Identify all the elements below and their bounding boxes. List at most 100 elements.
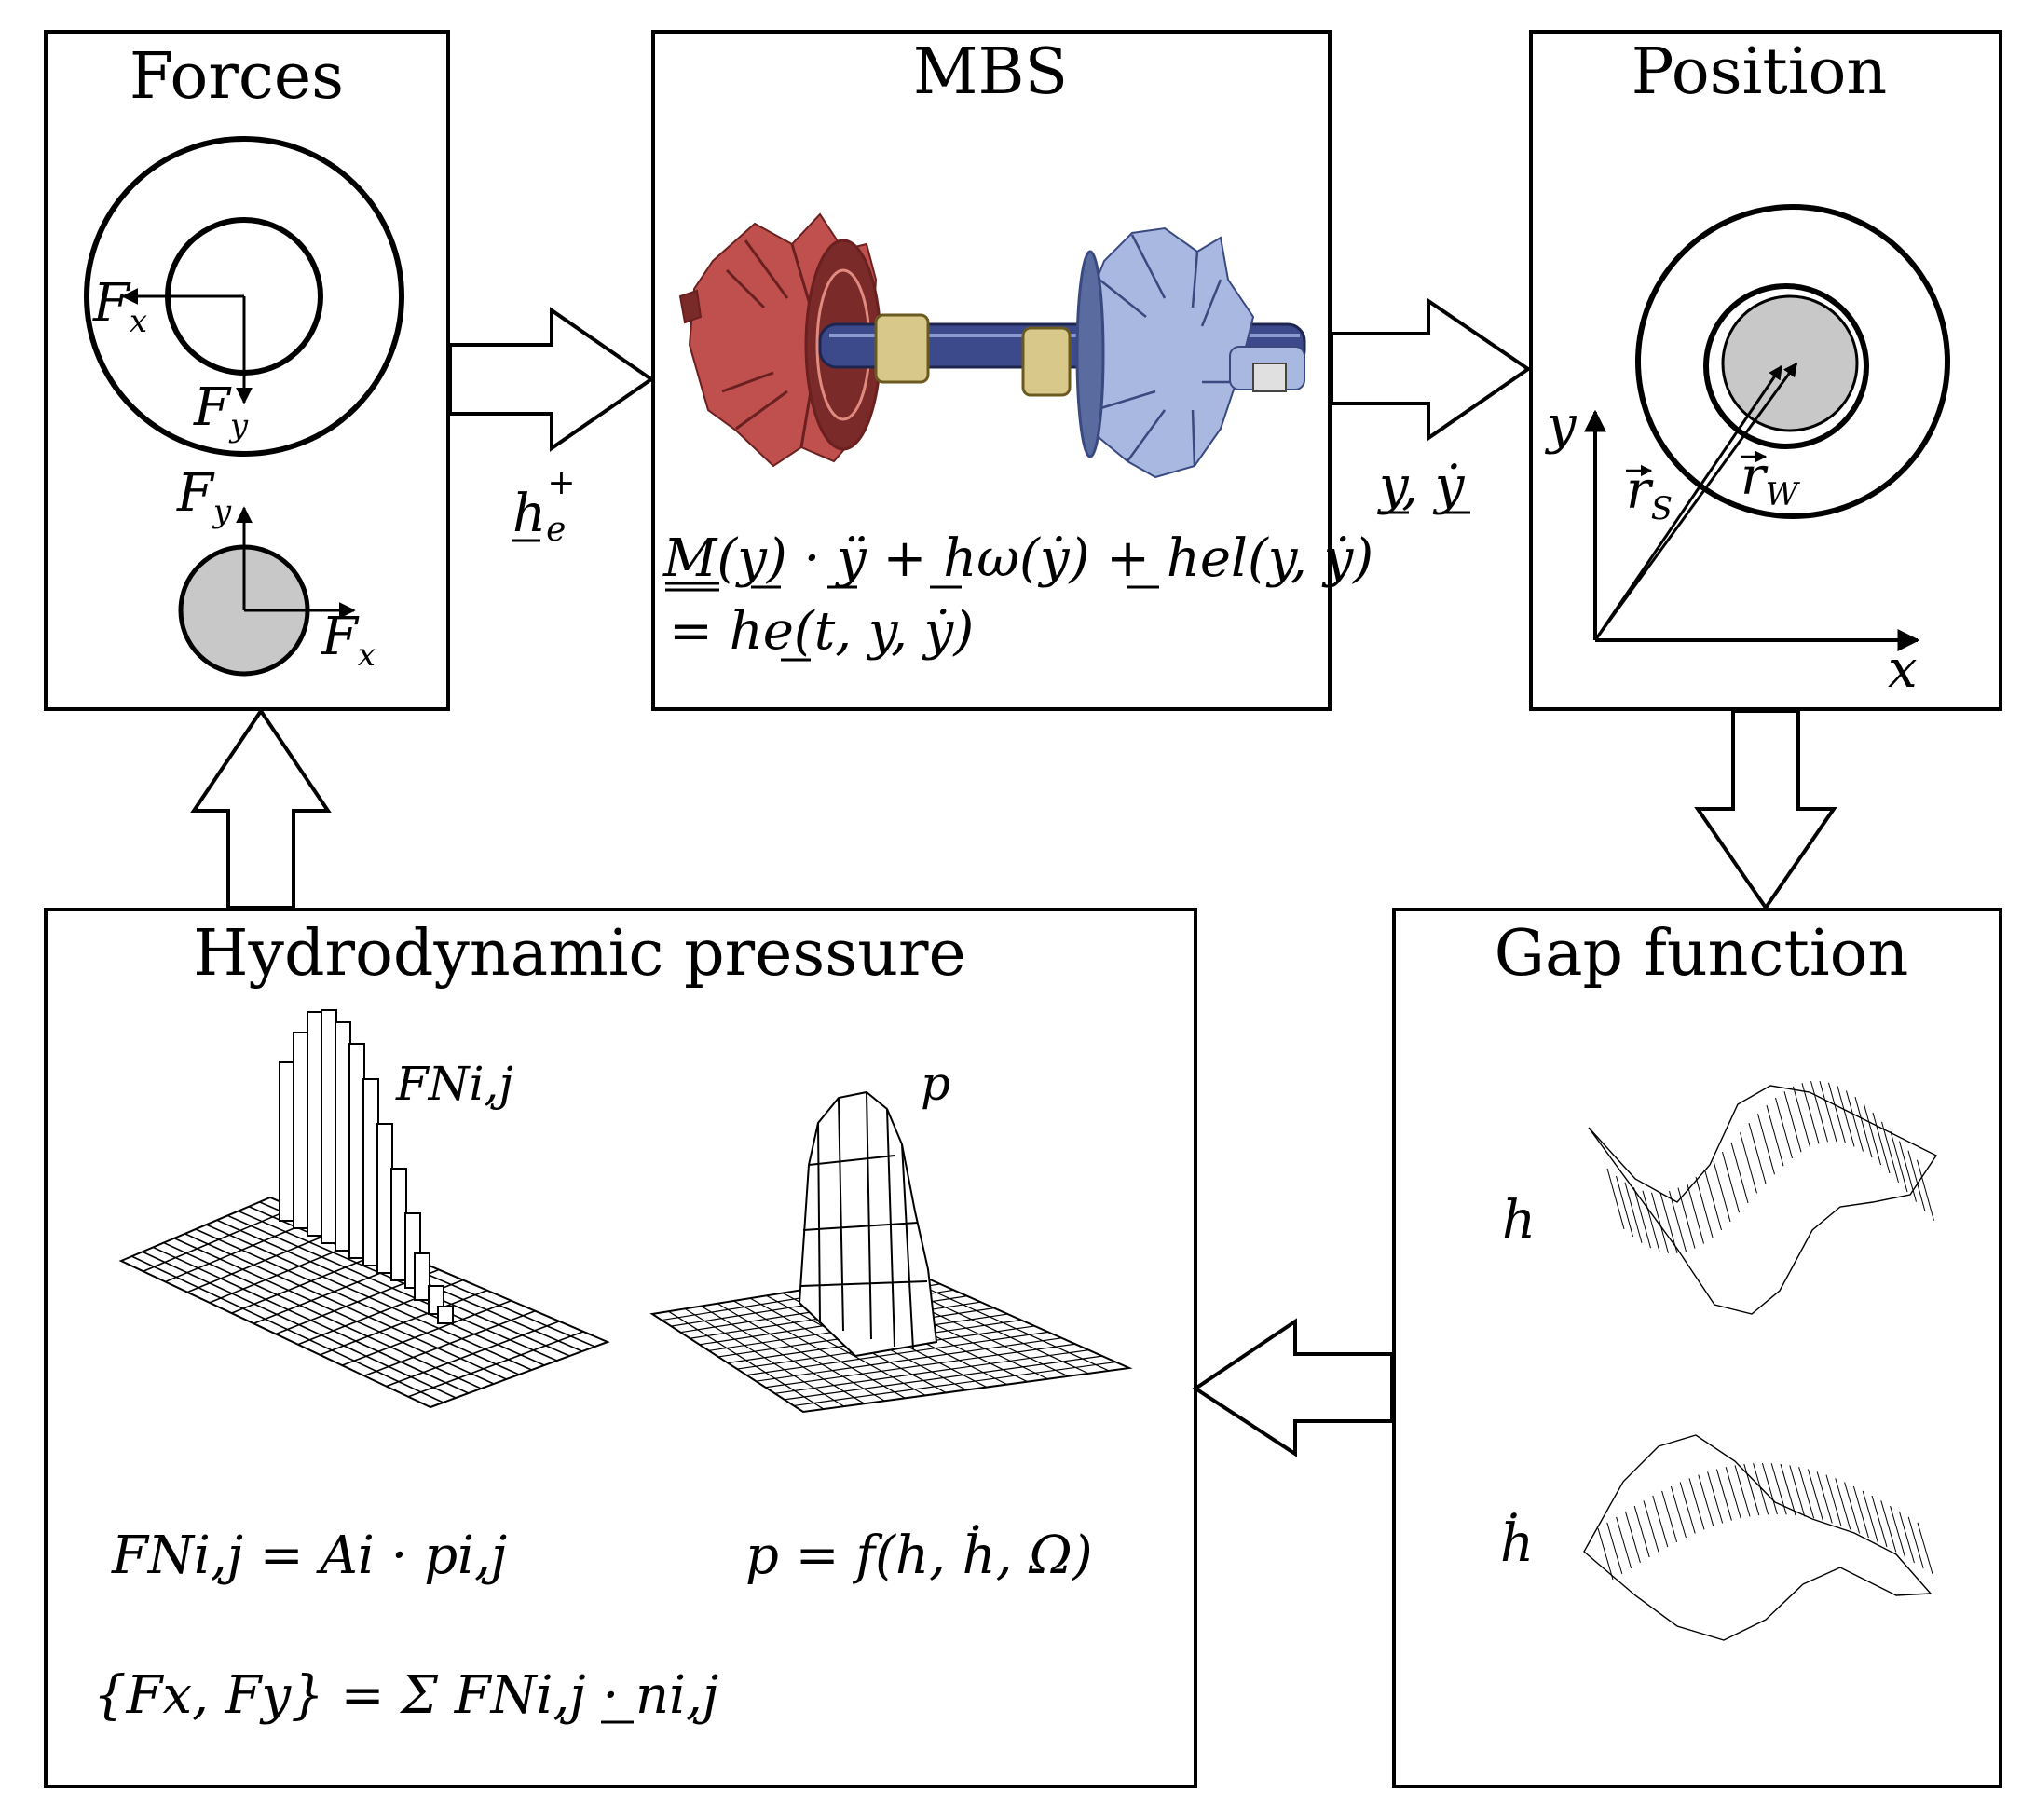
gap-hdot-mesh-line <box>1761 1462 1778 1515</box>
gap-h-mesh-line <box>1704 1169 1722 1231</box>
force-grid-line <box>226 1214 558 1362</box>
turbine-nut <box>1252 363 1287 392</box>
force-grid-lines <box>131 1201 595 1403</box>
gap-h-mesh-line <box>1881 1121 1899 1183</box>
pressure-grid-line <box>746 1331 1049 1376</box>
hydro-title: Hydrodynamic pressure <box>193 917 966 991</box>
bearing-fy-label: Fy <box>193 377 249 445</box>
gap-hdot-mesh-line <box>1679 1482 1696 1534</box>
gap-hdot-mesh-line <box>1871 1495 1888 1548</box>
gap-h-mesh-line <box>1775 1097 1793 1159</box>
gap-hdot-sheet <box>1583 1434 1933 1641</box>
forces-block: Forces Fx Fy Fy Fx <box>44 30 450 711</box>
gap-h-mesh-line <box>1713 1160 1731 1223</box>
rW-label: rW <box>1741 446 1801 513</box>
gap-hdot-mesh <box>1597 1462 1933 1581</box>
gap-hdot-mesh-line <box>1643 1500 1659 1553</box>
arrow-gap-to-hydro <box>1192 1318 1394 1457</box>
gap-hdot-mesh-line <box>1825 1474 1842 1526</box>
housing-circle <box>1635 204 1950 519</box>
mbs-equation: M(y) · ÿ + hω(ẏ) + hel(y, ẏ) = he(t, y, … <box>662 528 1373 662</box>
hydro-sum-equation: {Fx, Fy} = Σ FNi,j · ni,j <box>93 1665 718 1726</box>
pressure-grid-line <box>896 1274 1110 1372</box>
compressor-nut <box>678 289 703 324</box>
gap-h-mesh-line <box>1828 1082 1846 1144</box>
gap-hdot-mesh-line <box>1880 1500 1897 1553</box>
gap-h-mesh-line <box>1757 1114 1775 1175</box>
gap-h-mesh-line <box>1740 1132 1757 1194</box>
gap-h-mesh-line <box>1854 1096 1873 1158</box>
gap-h-mesh-line <box>1642 1190 1660 1252</box>
position-title: Position <box>1632 35 1887 109</box>
arrow-y-ydot-label: y, ẏ <box>1376 456 1466 516</box>
gap-h-mesh-line <box>1651 1192 1669 1253</box>
gap-h-sheet <box>1588 1085 1938 1315</box>
force-plot-label: FNi,j <box>395 1057 513 1111</box>
arrow-forces-to-mbs-shape <box>448 307 655 452</box>
force-grid-line <box>216 1219 545 1366</box>
gap-h-mesh-line <box>1837 1086 1855 1147</box>
gap-h-mesh-line <box>1907 1150 1926 1212</box>
gap-hdot-mesh-line <box>1789 1465 1806 1517</box>
force-grid-line <box>341 1299 512 1366</box>
force-grid-line <box>195 1228 520 1375</box>
arrow-hydro-to-forces <box>190 707 332 910</box>
force-bar <box>293 1032 309 1229</box>
gap-h-mesh-line <box>1669 1190 1687 1252</box>
position-x-label: x <box>1888 639 1918 700</box>
force-grid-line <box>206 1224 532 1371</box>
pressure-plot-label: p <box>921 1057 950 1111</box>
gap-hdot-mesh-line <box>1616 1516 1632 1568</box>
gap-h-mesh-line <box>1616 1175 1633 1238</box>
gap-hdot-mesh-line <box>1807 1469 1823 1521</box>
turbine-blade-edges <box>1094 234 1235 467</box>
pressure-grid-line <box>774 1349 1089 1394</box>
vector-rS <box>1593 364 1783 641</box>
force-bar <box>335 1021 351 1252</box>
gap-h-mesh-line <box>1633 1186 1651 1249</box>
gap-hdot-mesh-line <box>1734 1465 1751 1517</box>
gap-h-mesh-line <box>1864 1103 1881 1166</box>
arrow-mbs-to-position: y, ẏ <box>1330 297 1532 516</box>
hydro-pressure-equation: p = f(h, ḣ, Ω) <box>745 1525 1093 1586</box>
gap-hdot-surface: ḣ <box>1500 1434 1933 1641</box>
arrow-mbs-to-position-shape <box>1330 297 1532 442</box>
arrow-position-to-gap <box>1694 709 1837 911</box>
gap-box <box>1392 908 2002 1788</box>
gap-h-label: h <box>1502 1190 1536 1251</box>
bearing-fx-label: Fx <box>92 273 147 340</box>
gap-block: Gap function h ḣ <box>1392 908 2002 1788</box>
gap-h-mesh-line <box>1890 1130 1908 1193</box>
rS-label: rS <box>1626 460 1673 527</box>
arrow-forces-to-mbs: he+ <box>448 307 655 549</box>
force-bar <box>414 1252 430 1301</box>
gap-hdot-mesh-line <box>1898 1511 1915 1564</box>
force-grid-line <box>408 1331 584 1398</box>
gap-hdot-mesh-line <box>1917 1522 1933 1575</box>
hydro-force-equation: FNi,j = Ai · pi,j <box>111 1526 507 1586</box>
gap-hdot-mesh-line <box>1725 1467 1741 1519</box>
gap-h-mesh-line <box>1766 1104 1784 1167</box>
hydro-block: Hydrodynamic pressure FNi,j p FNi,j = Ai… <box>44 908 1197 1788</box>
force-bars <box>279 1009 454 1324</box>
gap-hdot-mesh-line <box>1890 1505 1906 1558</box>
position-y-label: y <box>1544 395 1577 456</box>
gap-hdot-mesh-line <box>1844 1482 1861 1534</box>
gap-hdot-mesh-line <box>1753 1463 1769 1515</box>
pressure-grid-line <box>793 1361 1116 1407</box>
gap-hdot-mesh-line <box>1688 1478 1705 1530</box>
gap-hdot-mesh-line <box>1597 1527 1614 1581</box>
mbs-equation-line1: M(y) · ÿ + hω(ẏ) + hel(y, ẏ) <box>662 528 1373 589</box>
pressure-grid-line <box>765 1343 1076 1389</box>
gap-h-mesh-line <box>1606 1168 1625 1230</box>
turbocharger-rotor-image <box>678 212 1306 479</box>
force-grid-line <box>238 1210 570 1357</box>
force-bar <box>321 1009 337 1244</box>
gap-h-mesh-line <box>1810 1081 1828 1143</box>
journal-fy-label: Fy <box>176 463 232 530</box>
gap-h-mesh-line <box>1730 1142 1749 1204</box>
gap-h-mesh-line <box>1783 1091 1802 1153</box>
discrete-force-plot: FNi,j <box>118 1009 610 1409</box>
gap-hdot-label: ḣ <box>1500 1512 1534 1574</box>
